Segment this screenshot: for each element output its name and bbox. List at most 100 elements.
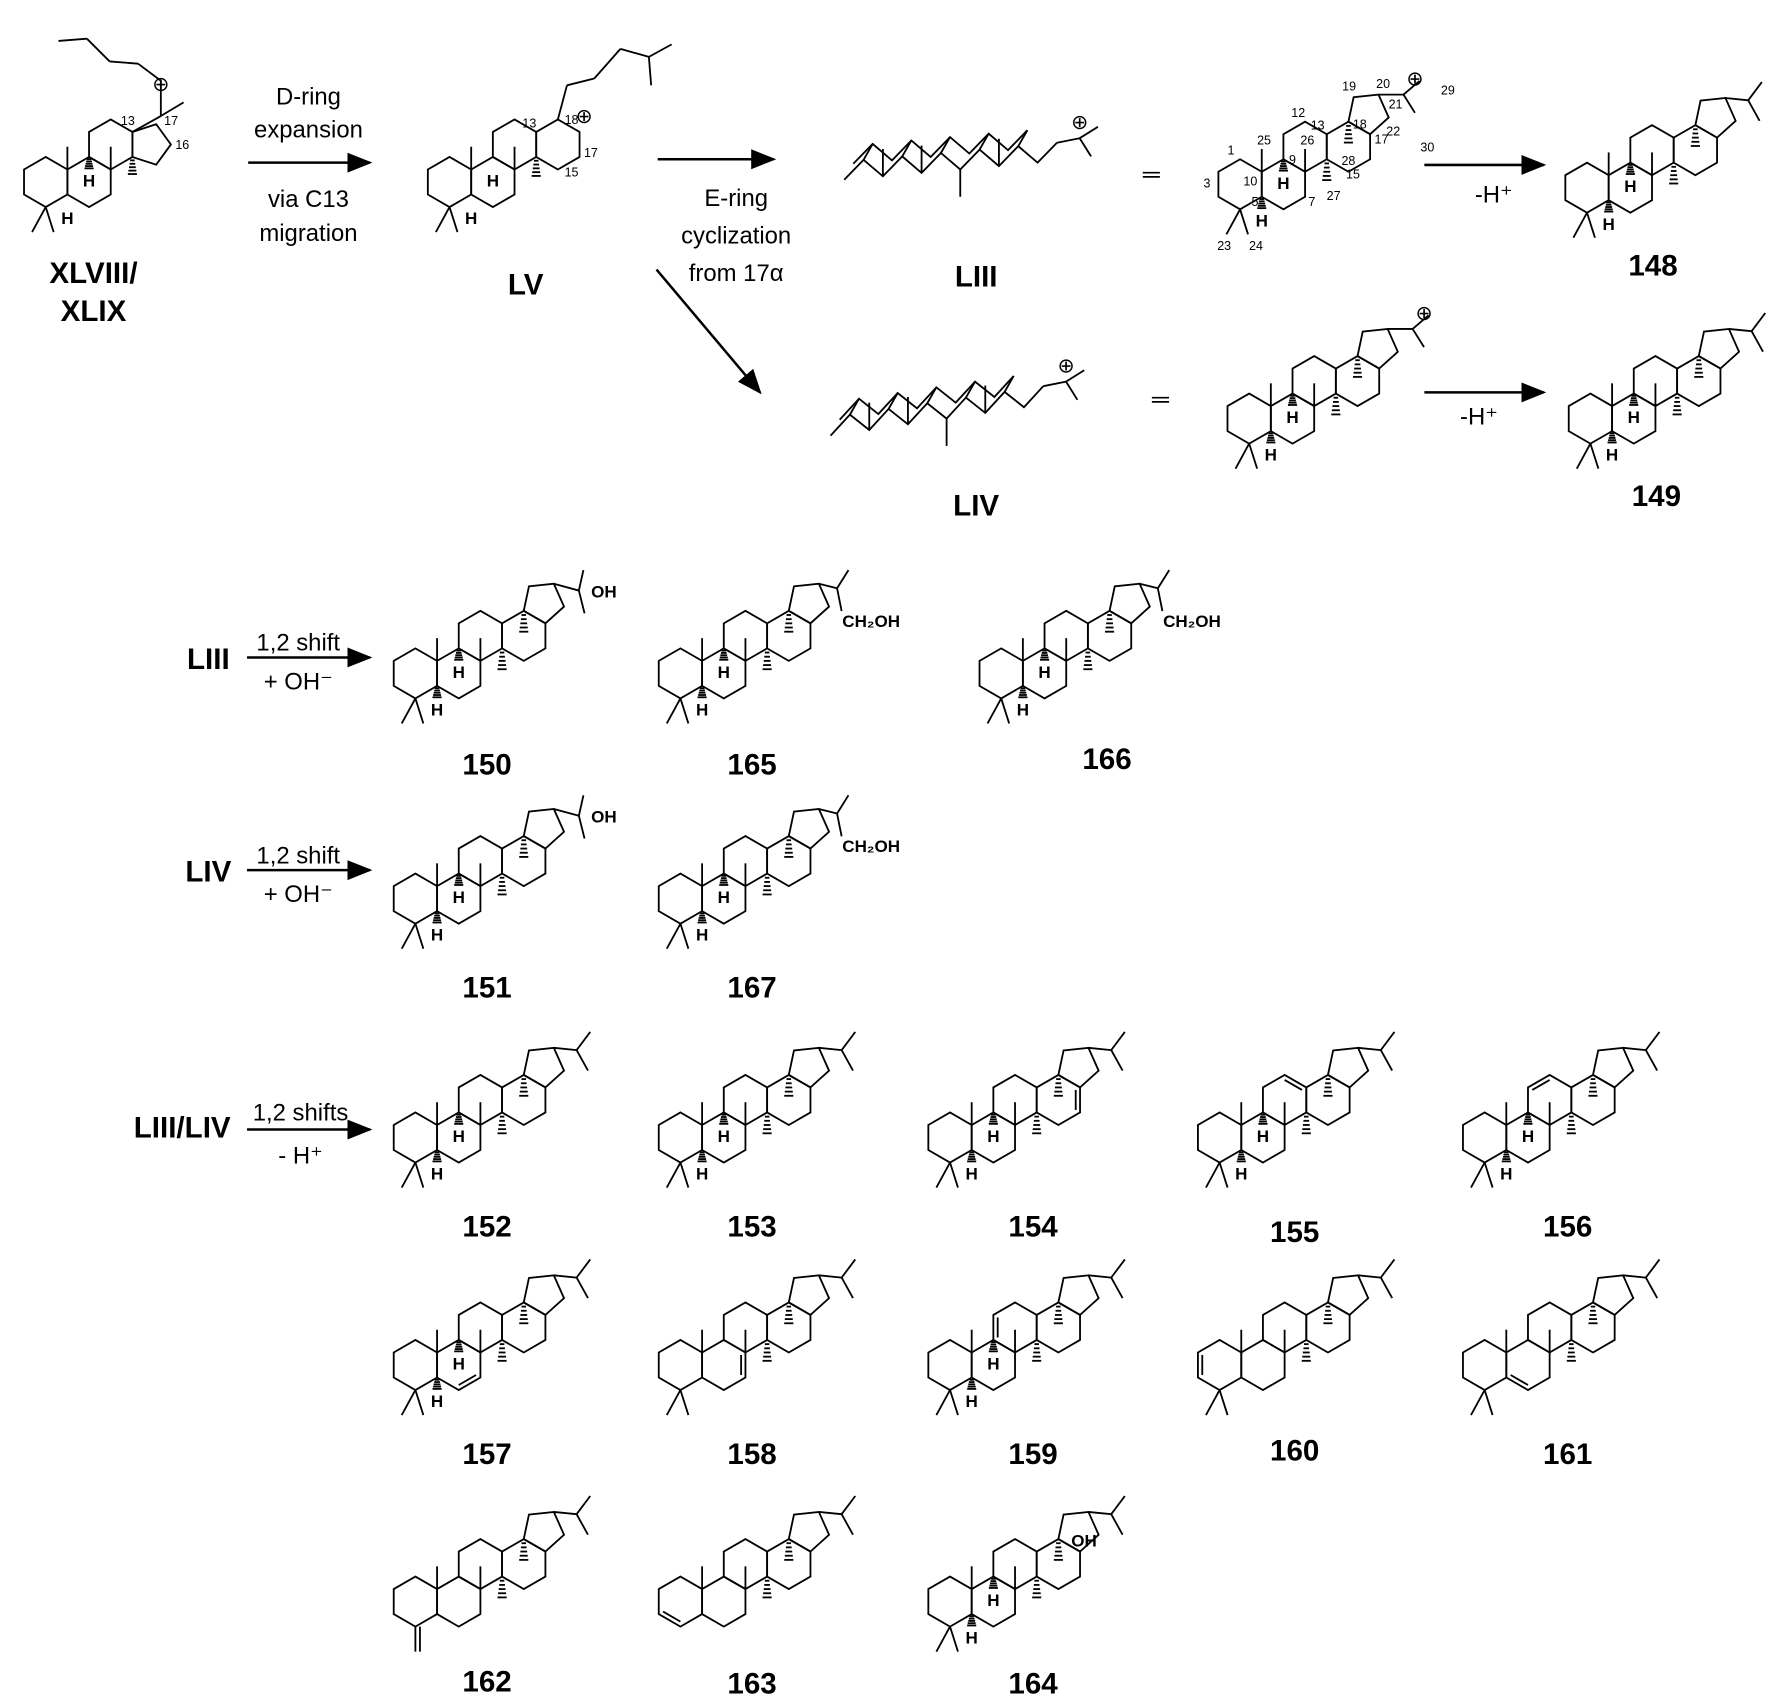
bond (1470, 1162, 1486, 1188)
chair-backbone (852, 129, 1029, 165)
ring-e (1108, 582, 1151, 625)
structure-162 (392, 1495, 591, 1652)
arrow-text: + OH⁻ (264, 668, 333, 695)
bond (448, 206, 459, 233)
bond (1205, 1389, 1221, 1416)
atom-number: 17 (1375, 132, 1389, 146)
bond (1747, 81, 1763, 101)
bond (44, 206, 55, 233)
bond (1380, 1258, 1396, 1279)
bond (553, 808, 580, 817)
arrow-text: from 17α (689, 260, 784, 287)
ring (392, 1338, 438, 1392)
chair-backbone (839, 375, 1015, 421)
chair-backbone (843, 142, 1058, 181)
atom-number: 28 (1341, 154, 1355, 168)
bond (1110, 1495, 1126, 1515)
structure-153: HH (657, 1031, 857, 1188)
atom-number: 27 (1327, 189, 1341, 203)
bond (1645, 1277, 1659, 1299)
bond (553, 1046, 577, 1052)
bond (1065, 369, 1085, 383)
atom-number: 19 (1342, 79, 1356, 93)
structure-155: HH (1197, 1031, 1396, 1188)
compound-label-149: 149 (1632, 480, 1681, 513)
structure-148: HH (1564, 81, 1763, 239)
bond (978, 133, 990, 151)
structure-161 (1462, 1258, 1661, 1416)
bond (1110, 1277, 1124, 1299)
atom-number: 23 (1217, 239, 1231, 253)
atom-label: H (987, 1591, 999, 1610)
ring (657, 1575, 704, 1628)
bond (1088, 1511, 1112, 1516)
bond (818, 582, 838, 590)
atom-label: H (431, 1165, 443, 1184)
atom-label: H (1265, 446, 1277, 465)
bond (840, 1258, 857, 1279)
cation-charge-icon: ⊕ (1071, 111, 1088, 134)
atom-label: H (718, 888, 730, 907)
bond (1156, 588, 1164, 612)
arrow-text: - H⁺ (278, 1143, 322, 1170)
ring (1197, 1111, 1243, 1164)
bond (1483, 1162, 1494, 1188)
compound-label-liii: LIII (955, 261, 998, 294)
arrow-text: E-ring (704, 185, 768, 212)
bond (1750, 330, 1764, 353)
atom-label: H (696, 1165, 708, 1184)
arrow-diagonal-to-liv (655, 268, 762, 395)
ring (23, 155, 69, 209)
atom-label: H (1038, 663, 1050, 682)
reactant-label-liv: LIV (185, 856, 231, 889)
bond (400, 1162, 417, 1188)
arrow-text: 1,2 shifts (253, 1099, 349, 1126)
bond (1139, 582, 1159, 590)
bond (662, 1610, 681, 1623)
compound-label-160: 160 (1270, 1435, 1319, 1468)
atom-label: H (1606, 446, 1618, 465)
ring-e (1326, 1046, 1370, 1089)
atom-label: H (1624, 177, 1636, 196)
ring-e (522, 1510, 566, 1553)
bond (940, 136, 951, 154)
bond (31, 206, 47, 233)
hydroxyl-label: OH (591, 808, 617, 827)
ring-e (787, 582, 831, 625)
atom-number: 13 (121, 114, 135, 128)
cation-charge-icon: ⊕ (576, 105, 593, 128)
bond (1284, 1079, 1303, 1091)
atom-number: 18 (1353, 118, 1367, 132)
reactant-label-liii-liv: LIII/LIV (134, 1111, 231, 1144)
bond (836, 794, 850, 814)
ring (657, 1111, 704, 1164)
ring-e (787, 1046, 831, 1089)
bond (647, 56, 653, 86)
atom-number: 12 (1291, 106, 1305, 120)
ring-e (1057, 1046, 1100, 1089)
atom-number: 21 (1389, 97, 1403, 111)
bond (949, 1389, 959, 1416)
bond (1239, 209, 1249, 235)
bond (1157, 569, 1170, 589)
bond (836, 569, 850, 589)
bond (1510, 1374, 1529, 1386)
bond (949, 1626, 959, 1652)
arrow-text: D-ring (276, 84, 341, 111)
ring (1240, 1338, 1286, 1392)
atom-label: H (61, 209, 73, 228)
structure-152: HH (392, 1031, 591, 1188)
atom-number: 22 (1386, 125, 1400, 139)
ring-e (522, 1274, 566, 1317)
atom-number: 17 (584, 146, 598, 160)
compound-label-159: 159 (1008, 1438, 1057, 1471)
arrow-text: 1,2 shift (256, 842, 340, 869)
compound-label-166: 166 (1082, 743, 1131, 776)
bond (1645, 1049, 1659, 1072)
bond (665, 1162, 682, 1188)
compound-label-152: 152 (462, 1210, 511, 1243)
